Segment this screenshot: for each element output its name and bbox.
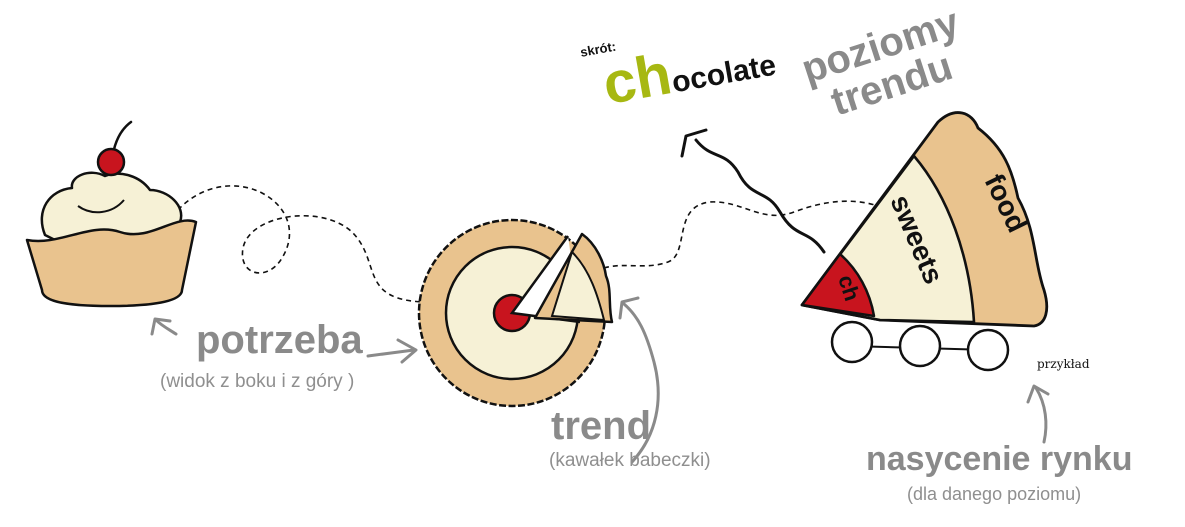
- label-saturation-sub: (dla danego poziomu): [907, 484, 1082, 504]
- arrow-trend-to-slice: [622, 302, 660, 464]
- label-need: potrzeba: [196, 318, 363, 362]
- slice-cart-icon: ch sweets food: [800, 111, 1049, 372]
- cupcake-cherry: [96, 147, 126, 177]
- cupcake-icon: [25, 120, 198, 308]
- pie-slice-cream: [550, 250, 606, 322]
- dashed-path: [177, 185, 879, 303]
- gray-arrows: [150, 296, 1050, 464]
- label-saturation: nasycenie rynku: [866, 440, 1133, 478]
- pie-icon: [417, 218, 614, 408]
- label-example: przykład: [1037, 357, 1090, 371]
- arrow-to-chocolate: [680, 128, 826, 254]
- cart-wheel-right: [966, 328, 1010, 372]
- arrow-need-to-cupcake: [154, 318, 178, 336]
- arrow-need-to-pie-head: [396, 338, 418, 364]
- arrow-saturation-to-cart-head: [1026, 384, 1050, 404]
- arrow-trend-to-slice-head: [618, 296, 640, 320]
- cupcake-cream: [40, 171, 183, 242]
- cupcake-cream-swirl: [77, 199, 125, 214]
- arrow-need-to-cupcake-head: [150, 317, 172, 336]
- label-chocolate-prefix: ch: [598, 41, 677, 117]
- cart-slice-inner: [800, 252, 876, 318]
- label-trend-sub: (kawałek babeczki): [549, 450, 711, 471]
- cart-wheel-middle: [898, 324, 942, 368]
- label-need-sub: (widok z boku i z góry ): [160, 371, 355, 392]
- cart-wheel-left: [830, 320, 874, 364]
- cupcake-base: [25, 219, 198, 308]
- arrow-need-to-pie: [366, 348, 416, 358]
- label-trend: trend: [551, 404, 651, 448]
- arrow-saturation-to-cart: [1034, 386, 1048, 444]
